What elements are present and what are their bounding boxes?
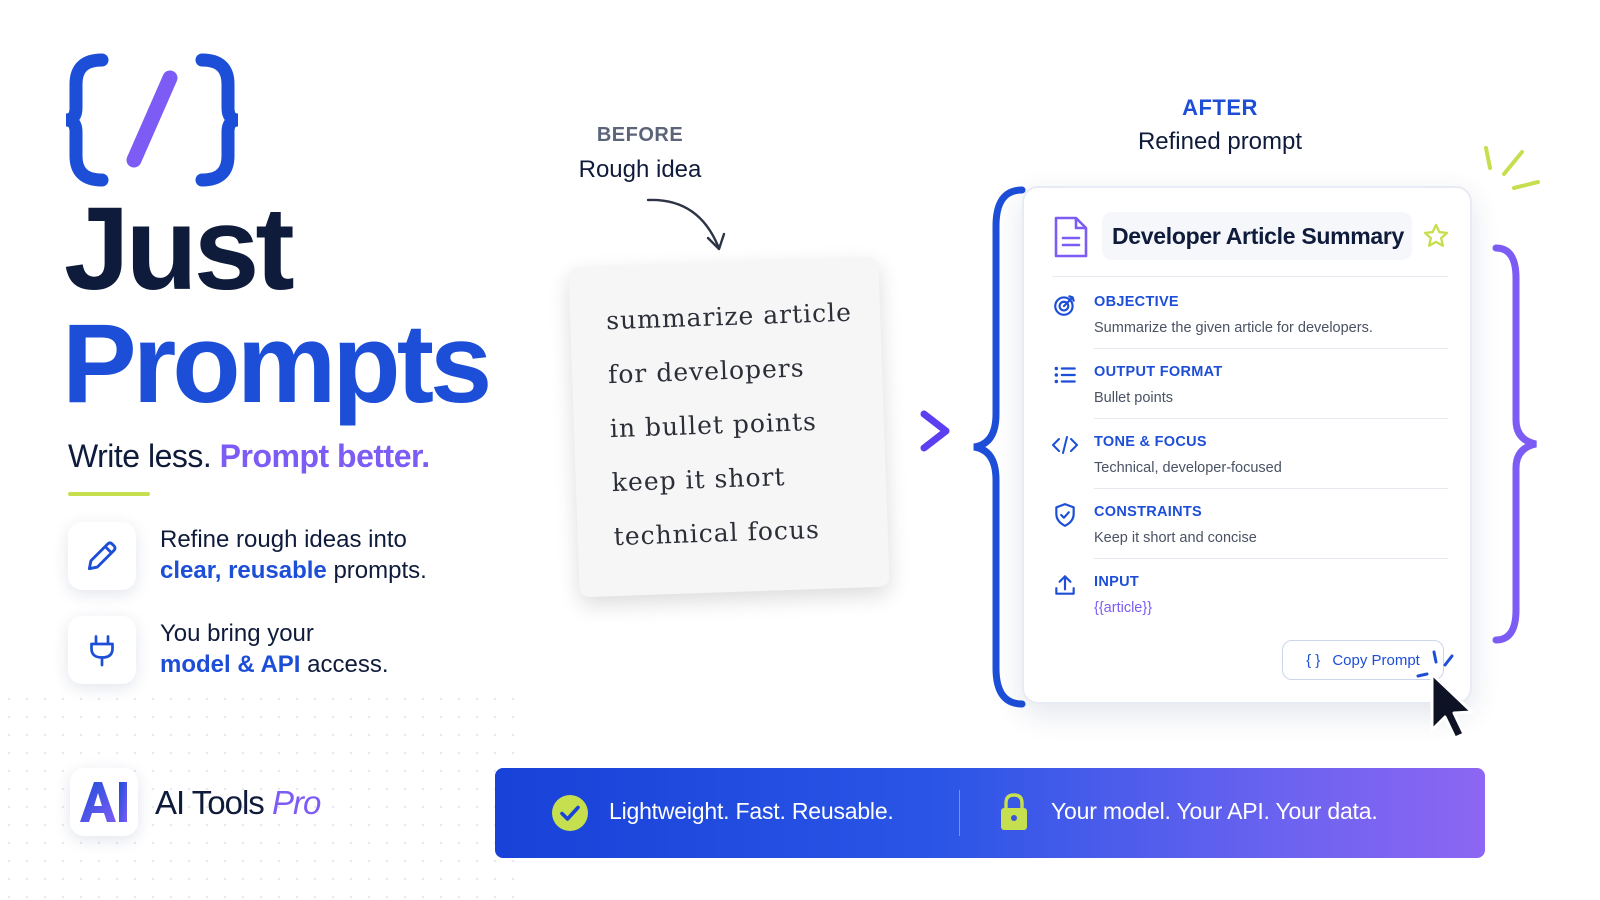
section-divider xyxy=(1094,558,1448,559)
section-value-objective: Summarize the given article for develope… xyxy=(1094,320,1373,336)
section-divider xyxy=(1094,418,1448,419)
section-value-tone: Technical, developer-focused xyxy=(1094,460,1282,476)
section-heading-tone: TONE & FOCUS xyxy=(1094,434,1207,450)
feature-refine-highlight: clear, reusable xyxy=(160,557,327,584)
right-brace-icon xyxy=(1492,244,1537,644)
sparkle-icon xyxy=(1484,146,1540,190)
after-subtitle: Refined prompt xyxy=(1137,128,1303,155)
card-title-box: Developer Article Summary xyxy=(1102,212,1412,260)
left-brace-icon xyxy=(973,186,1026,708)
code-brace-logo-icon xyxy=(65,53,239,187)
feature-api-highlight: model & API xyxy=(160,651,301,678)
braces-icon: { } xyxy=(1306,651,1321,669)
document-icon xyxy=(1054,216,1088,258)
section-heading-objective: OBJECTIVE xyxy=(1094,294,1179,310)
target-icon xyxy=(1054,295,1075,316)
ai-logo-icon xyxy=(80,782,127,822)
before-subtitle: Rough idea xyxy=(578,156,702,183)
lock-icon xyxy=(1001,793,1027,830)
feature-api-text: You bring your model & API access. xyxy=(160,618,389,680)
note-line-3: in bullet points xyxy=(609,406,818,444)
transform-arrow-icon xyxy=(862,410,950,452)
section-heading-output-format: OUTPUT FORMAT xyxy=(1094,364,1223,380)
section-divider xyxy=(1094,488,1448,489)
tagline-highlight: Prompt better. xyxy=(219,438,430,474)
plug-icon xyxy=(90,635,114,667)
section-value-constraints: Keep it short and concise xyxy=(1094,530,1257,546)
feature-api-line1: You bring your xyxy=(160,620,314,647)
refined-prompt-card: Developer Article Summary OBJECTIVE Summ… xyxy=(1022,186,1472,704)
copy-prompt-button[interactable]: { } Copy Prompt xyxy=(1282,640,1444,680)
shield-icon xyxy=(1055,503,1075,527)
feature-banner: Lightweight. Fast. Reusable. Your model.… xyxy=(495,768,1485,858)
upload-icon xyxy=(1055,575,1075,595)
card-divider xyxy=(1052,276,1448,277)
tagline-underline xyxy=(68,492,150,496)
after-label: AFTER xyxy=(1182,95,1258,120)
section-value-input: {{article}} xyxy=(1094,600,1153,616)
feature-refine-line1: Refine rough ideas into xyxy=(160,526,407,553)
note-line-1: summarize article xyxy=(605,297,853,336)
banner-divider xyxy=(959,790,960,836)
brand-name-pro: Pro xyxy=(271,784,321,821)
card-title: Developer Article Summary xyxy=(1112,222,1405,249)
star-icon[interactable] xyxy=(1422,222,1450,250)
pencil-icon xyxy=(87,541,117,571)
brand-name: AI Tools Pro xyxy=(155,784,321,822)
hero-title-just: Just xyxy=(64,183,295,315)
list-icon xyxy=(1054,366,1076,384)
note-line-2: for developers xyxy=(607,353,806,390)
copy-prompt-label: Copy Prompt xyxy=(1332,651,1420,669)
brand-name-main: AI Tools xyxy=(155,784,265,821)
feature-pencil-tile xyxy=(68,522,136,590)
rough-idea-note: summarize article for developers in bull… xyxy=(568,256,890,598)
banner-left-text: Lightweight. Fast. Reusable. xyxy=(609,798,894,824)
feature-plug-tile xyxy=(68,616,136,684)
section-heading-input: INPUT xyxy=(1094,574,1139,590)
feature-api-rest: access. xyxy=(300,651,389,678)
code-icon xyxy=(1052,436,1078,454)
section-value-output-format: Bullet points xyxy=(1094,390,1173,406)
before-label: BEFORE xyxy=(596,124,684,146)
feature-refine-text: Refine rough ideas into clear, reusable … xyxy=(160,524,427,586)
cursor-icon xyxy=(1416,650,1474,740)
hero-title-prompts: Prompts xyxy=(62,301,492,426)
feature-refine-rest: prompts. xyxy=(326,557,427,584)
tagline: Write less. Prompt better. xyxy=(68,438,430,475)
banner-right-text: Your model. Your API. Your data. xyxy=(1051,798,1378,824)
note-line-4: keep it short xyxy=(611,462,786,498)
section-heading-constraints: CONSTRAINTS xyxy=(1094,504,1203,520)
brand-logo-tile xyxy=(70,768,138,836)
note-line-5: technical focus xyxy=(613,514,821,552)
check-circle-icon xyxy=(552,795,588,831)
curved-arrow-icon xyxy=(646,198,726,251)
section-divider xyxy=(1094,348,1448,349)
tagline-plain: Write less. xyxy=(68,438,212,474)
